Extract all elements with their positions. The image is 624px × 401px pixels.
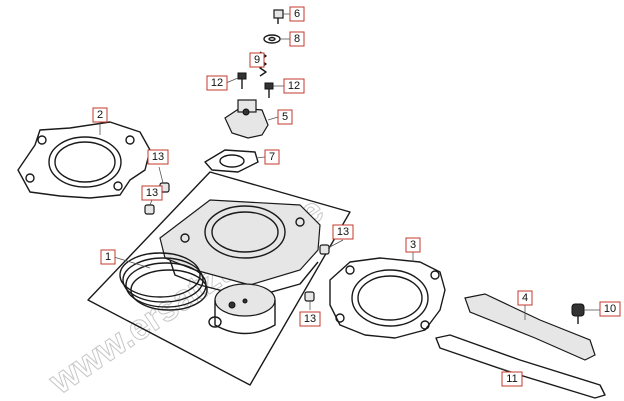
svg-text:13: 13 [152, 151, 164, 163]
svg-text:13: 13 [337, 226, 349, 238]
dowel-pin-3 [319, 244, 330, 255]
callout-10: 10 [599, 301, 621, 317]
svg-text:6: 6 [294, 8, 300, 20]
svg-text:3: 3 [410, 239, 416, 251]
plug [571, 303, 585, 324]
dowel-pin-4 [304, 291, 315, 302]
dowel-pin-2 [144, 204, 155, 215]
svg-text:4: 4 [522, 292, 528, 304]
washer [263, 34, 281, 44]
piston-rings [119, 252, 208, 311]
callout-8: 8 [289, 31, 305, 47]
callout-13-top: 13 [147, 149, 169, 165]
piston [208, 283, 276, 335]
callout-12-left: 12 [206, 75, 228, 91]
callout-4: 4 [517, 290, 533, 306]
callout-1: 1 [100, 249, 116, 265]
callout-2: 2 [92, 107, 108, 123]
callout-12-right: 12 [283, 78, 305, 94]
svg-text:13: 13 [146, 187, 158, 199]
spring [259, 51, 267, 77]
svg-text:10: 10 [604, 303, 616, 315]
svg-text:13: 13 [304, 313, 316, 325]
callout-13-bottom: 13 [299, 311, 321, 327]
leader-lines [99, 13, 600, 373]
svg-text:9: 9 [254, 54, 260, 66]
base-gasket [329, 257, 446, 339]
callout-13-right: 13 [332, 224, 354, 240]
head-gasket [17, 121, 151, 199]
chain-tensioner-housing [224, 99, 269, 139]
svg-text:12: 12 [288, 80, 300, 92]
svg-text:1: 1 [105, 251, 111, 263]
callout-3: 3 [405, 237, 421, 253]
bolt-right [264, 82, 274, 98]
tensioner-gasket [204, 149, 259, 173]
svg-text:12: 12 [211, 77, 223, 89]
chain-guide [435, 334, 606, 399]
svg-text:5: 5 [282, 111, 288, 123]
svg-text:8: 8 [294, 33, 300, 45]
bolt-top [273, 9, 284, 24]
svg-text:2: 2 [97, 109, 103, 121]
svg-text:7: 7 [269, 151, 275, 163]
callout-11: 11 [501, 371, 523, 387]
callout-9: 9 [249, 52, 265, 68]
cylinder-kit-frame [87, 171, 351, 386]
callout-5: 5 [277, 109, 293, 125]
tensioner-guide [464, 293, 596, 361]
callout-7: 7 [264, 149, 280, 165]
svg-text:11: 11 [506, 373, 517, 385]
bolt-left [237, 72, 247, 89]
callout-6: 6 [289, 6, 305, 22]
callout-13-middle: 13 [141, 185, 163, 201]
